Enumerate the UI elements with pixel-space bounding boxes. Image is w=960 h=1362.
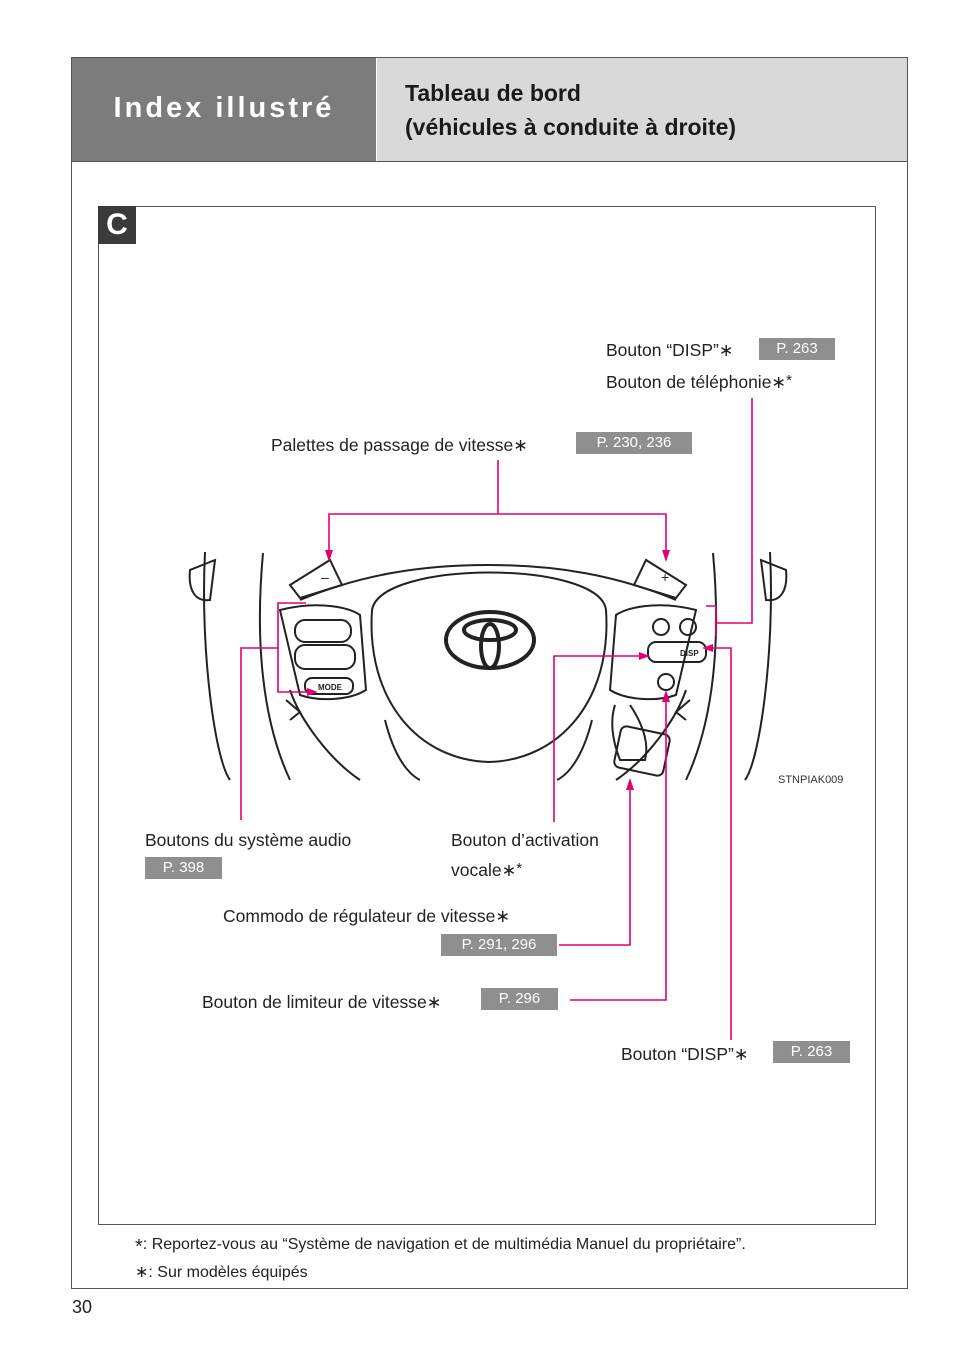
- voice-label-line1: Bouton d’activation: [451, 830, 599, 850]
- panel-badge: C: [98, 206, 136, 244]
- cruise-page-ref[interactable]: P. 291, 296: [441, 934, 557, 956]
- paddle-plus: [632, 558, 688, 600]
- plus-mark: +: [661, 569, 669, 585]
- arrow-paddle-right: [662, 550, 670, 562]
- paddles-page-ref[interactable]: P. 230, 236: [576, 432, 692, 454]
- wheel-inner-right: [685, 552, 718, 781]
- stalk-base: [611, 704, 648, 761]
- wheel-rim-left: [203, 551, 231, 781]
- mode-button: [304, 677, 354, 695]
- limiter-label: Bouton de limiteur de vitesse∗: [202, 992, 442, 1012]
- disp-button-shape: [647, 641, 707, 663]
- leader-right-bracket: [706, 605, 717, 636]
- disp-bottom-page-ref[interactable]: P. 263: [773, 1041, 850, 1063]
- page-number: 30: [72, 1297, 93, 1317]
- paddles-label: Palettes de passage de vitesse∗: [271, 435, 528, 455]
- section-title: Index illustré: [113, 92, 335, 124]
- audio-page-ref[interactable]: P. 398: [145, 857, 222, 879]
- footnote-1: *: Reportez-vous au “Système de navigati…: [135, 1236, 746, 1258]
- disp-top-label: Bouton “DISP”∗: [606, 340, 734, 360]
- airbag-hub: [370, 571, 608, 764]
- seek-switch: [294, 644, 356, 670]
- disp-bottom-label: Bouton “DISP”∗: [621, 1044, 749, 1064]
- right-control-pod: [608, 604, 698, 701]
- disp-label: DISP: [680, 649, 699, 658]
- phone-label: Bouton de téléphonie∗*: [606, 372, 792, 392]
- limiter-page-ref[interactable]: P. 296: [481, 988, 558, 1010]
- leader-limiter: [570, 694, 667, 1001]
- phone-on-button: [652, 618, 670, 636]
- arrow-cruise: [626, 778, 634, 790]
- hub-lower-right: [556, 719, 593, 781]
- volume-switch: [294, 619, 352, 643]
- image-code: STNPIAK009: [778, 774, 844, 786]
- paddle-left-side: [188, 558, 217, 602]
- section-header: Index illustré: [72, 58, 376, 161]
- wheel-inner-left: [258, 552, 291, 781]
- wheel-rim-right: [744, 551, 772, 781]
- lower-spoke-left: [289, 689, 361, 781]
- mode-label: MODE: [318, 683, 343, 692]
- hub-lower-left: [384, 719, 421, 781]
- phone-off-button: [679, 618, 697, 636]
- paddle-right-side: [759, 558, 788, 602]
- lower-paddle-left: [285, 699, 302, 721]
- lower-spoke-right: [615, 689, 687, 781]
- arrow-limiter: [662, 690, 670, 702]
- leader-audio: [240, 647, 278, 820]
- leader-cruise: [559, 782, 631, 946]
- minus-mark: –: [321, 569, 329, 585]
- leader-arrowheads: [307, 550, 713, 790]
- footnote-2: ∗: Sur modèles équipés: [135, 1264, 308, 1281]
- page-header: Tableau de bord (véhicules à conduite à …: [377, 58, 907, 161]
- arrow-audio: [307, 688, 318, 696]
- leader-voice: [553, 655, 646, 822]
- page-title-line1: Tableau de bord: [405, 80, 581, 106]
- cruise-label: Commodo de régulateur de vitesse∗: [223, 906, 511, 926]
- toyota-emblem-stem: [479, 622, 501, 670]
- leader-lines: [240, 398, 753, 1040]
- left-control-pod: [278, 604, 368, 701]
- page-title-line2: (véhicules à conduite à droite): [405, 114, 737, 140]
- page-frame: [71, 57, 908, 1289]
- header-divider: [72, 161, 907, 162]
- arrow-disp-bottom: [702, 644, 713, 652]
- leader-paddles-bar: [328, 513, 667, 558]
- audio-label: Boutons du système audio: [145, 830, 352, 850]
- paddle-minus: [288, 558, 344, 600]
- illustration-panel: [98, 206, 876, 1225]
- limiter-button-shape: [657, 673, 675, 691]
- arrow-voice: [639, 652, 650, 660]
- arrow-paddle-left: [325, 550, 333, 562]
- voice-label-line2: vocale∗*: [451, 860, 523, 880]
- toyota-emblem-top: [462, 618, 518, 642]
- leader-disp-bottom: [706, 647, 732, 1040]
- upper-spoke: [299, 563, 677, 601]
- lower-paddle-right: [674, 699, 691, 721]
- leader-phone: [715, 398, 753, 624]
- disp-top-page-ref[interactable]: P. 263: [759, 338, 835, 360]
